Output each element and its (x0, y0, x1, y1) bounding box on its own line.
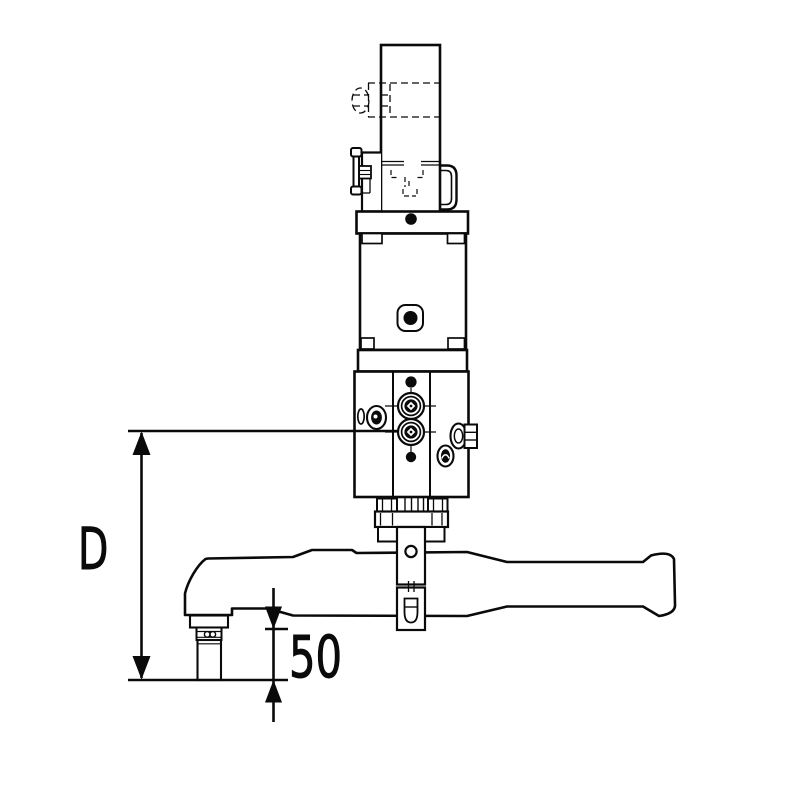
upper-cylinder (351, 43, 442, 214)
lower-plate (356, 348, 469, 373)
electrode-holder (188, 614, 230, 682)
stem-hole (404, 544, 418, 559)
center-bolt (403, 311, 418, 325)
dimension-d: D (78, 429, 397, 682)
left-port-fitting (356, 404, 388, 431)
clamp-handle (350, 147, 381, 213)
clamp-slot (403, 597, 419, 624)
dimension-d-label: D (78, 515, 108, 583)
plate-bolt (405, 213, 417, 225)
handle-cap-bottom (350, 185, 363, 196)
hidden-internal-detail (390, 170, 424, 197)
dimension-50-label: 50 (289, 623, 342, 691)
handle-cap-top (350, 147, 363, 158)
main-body (358, 232, 468, 352)
dimension-50: 50 (265, 588, 343, 722)
right-connector (449, 422, 478, 450)
handle-hub (358, 165, 372, 180)
handle-bracket (360, 151, 381, 213)
electrode-body (196, 638, 223, 682)
top-pin (405, 376, 417, 388)
arrow-down-icon (265, 606, 282, 629)
torch-arm (183, 548, 677, 618)
clamp-stem (395, 525, 427, 632)
seam-lines (382, 160, 441, 166)
arrow-down-icon (132, 656, 151, 680)
flange-step-left (377, 526, 398, 543)
holder-flange (188, 614, 230, 629)
cylinder-body (379, 43, 442, 214)
arrow-up-icon (265, 680, 282, 703)
valve-block (353, 370, 478, 499)
hanger-loop-icon (440, 164, 458, 211)
top-plate (355, 210, 470, 235)
flange-step-right (424, 526, 446, 543)
hex-nut-right (427, 497, 449, 513)
adapter-flange (373, 510, 450, 543)
socket-bolt-upper (396, 391, 426, 421)
bottom-pin (405, 451, 417, 463)
socket-bolt-lower (396, 417, 426, 447)
stud-lines (404, 497, 425, 511)
right-slotted-screw (436, 444, 455, 468)
hex-nut-left (376, 497, 398, 513)
mounting-nuts (376, 497, 449, 513)
arrow-up-icon (132, 431, 151, 455)
hidden-port-detail (351, 82, 440, 118)
